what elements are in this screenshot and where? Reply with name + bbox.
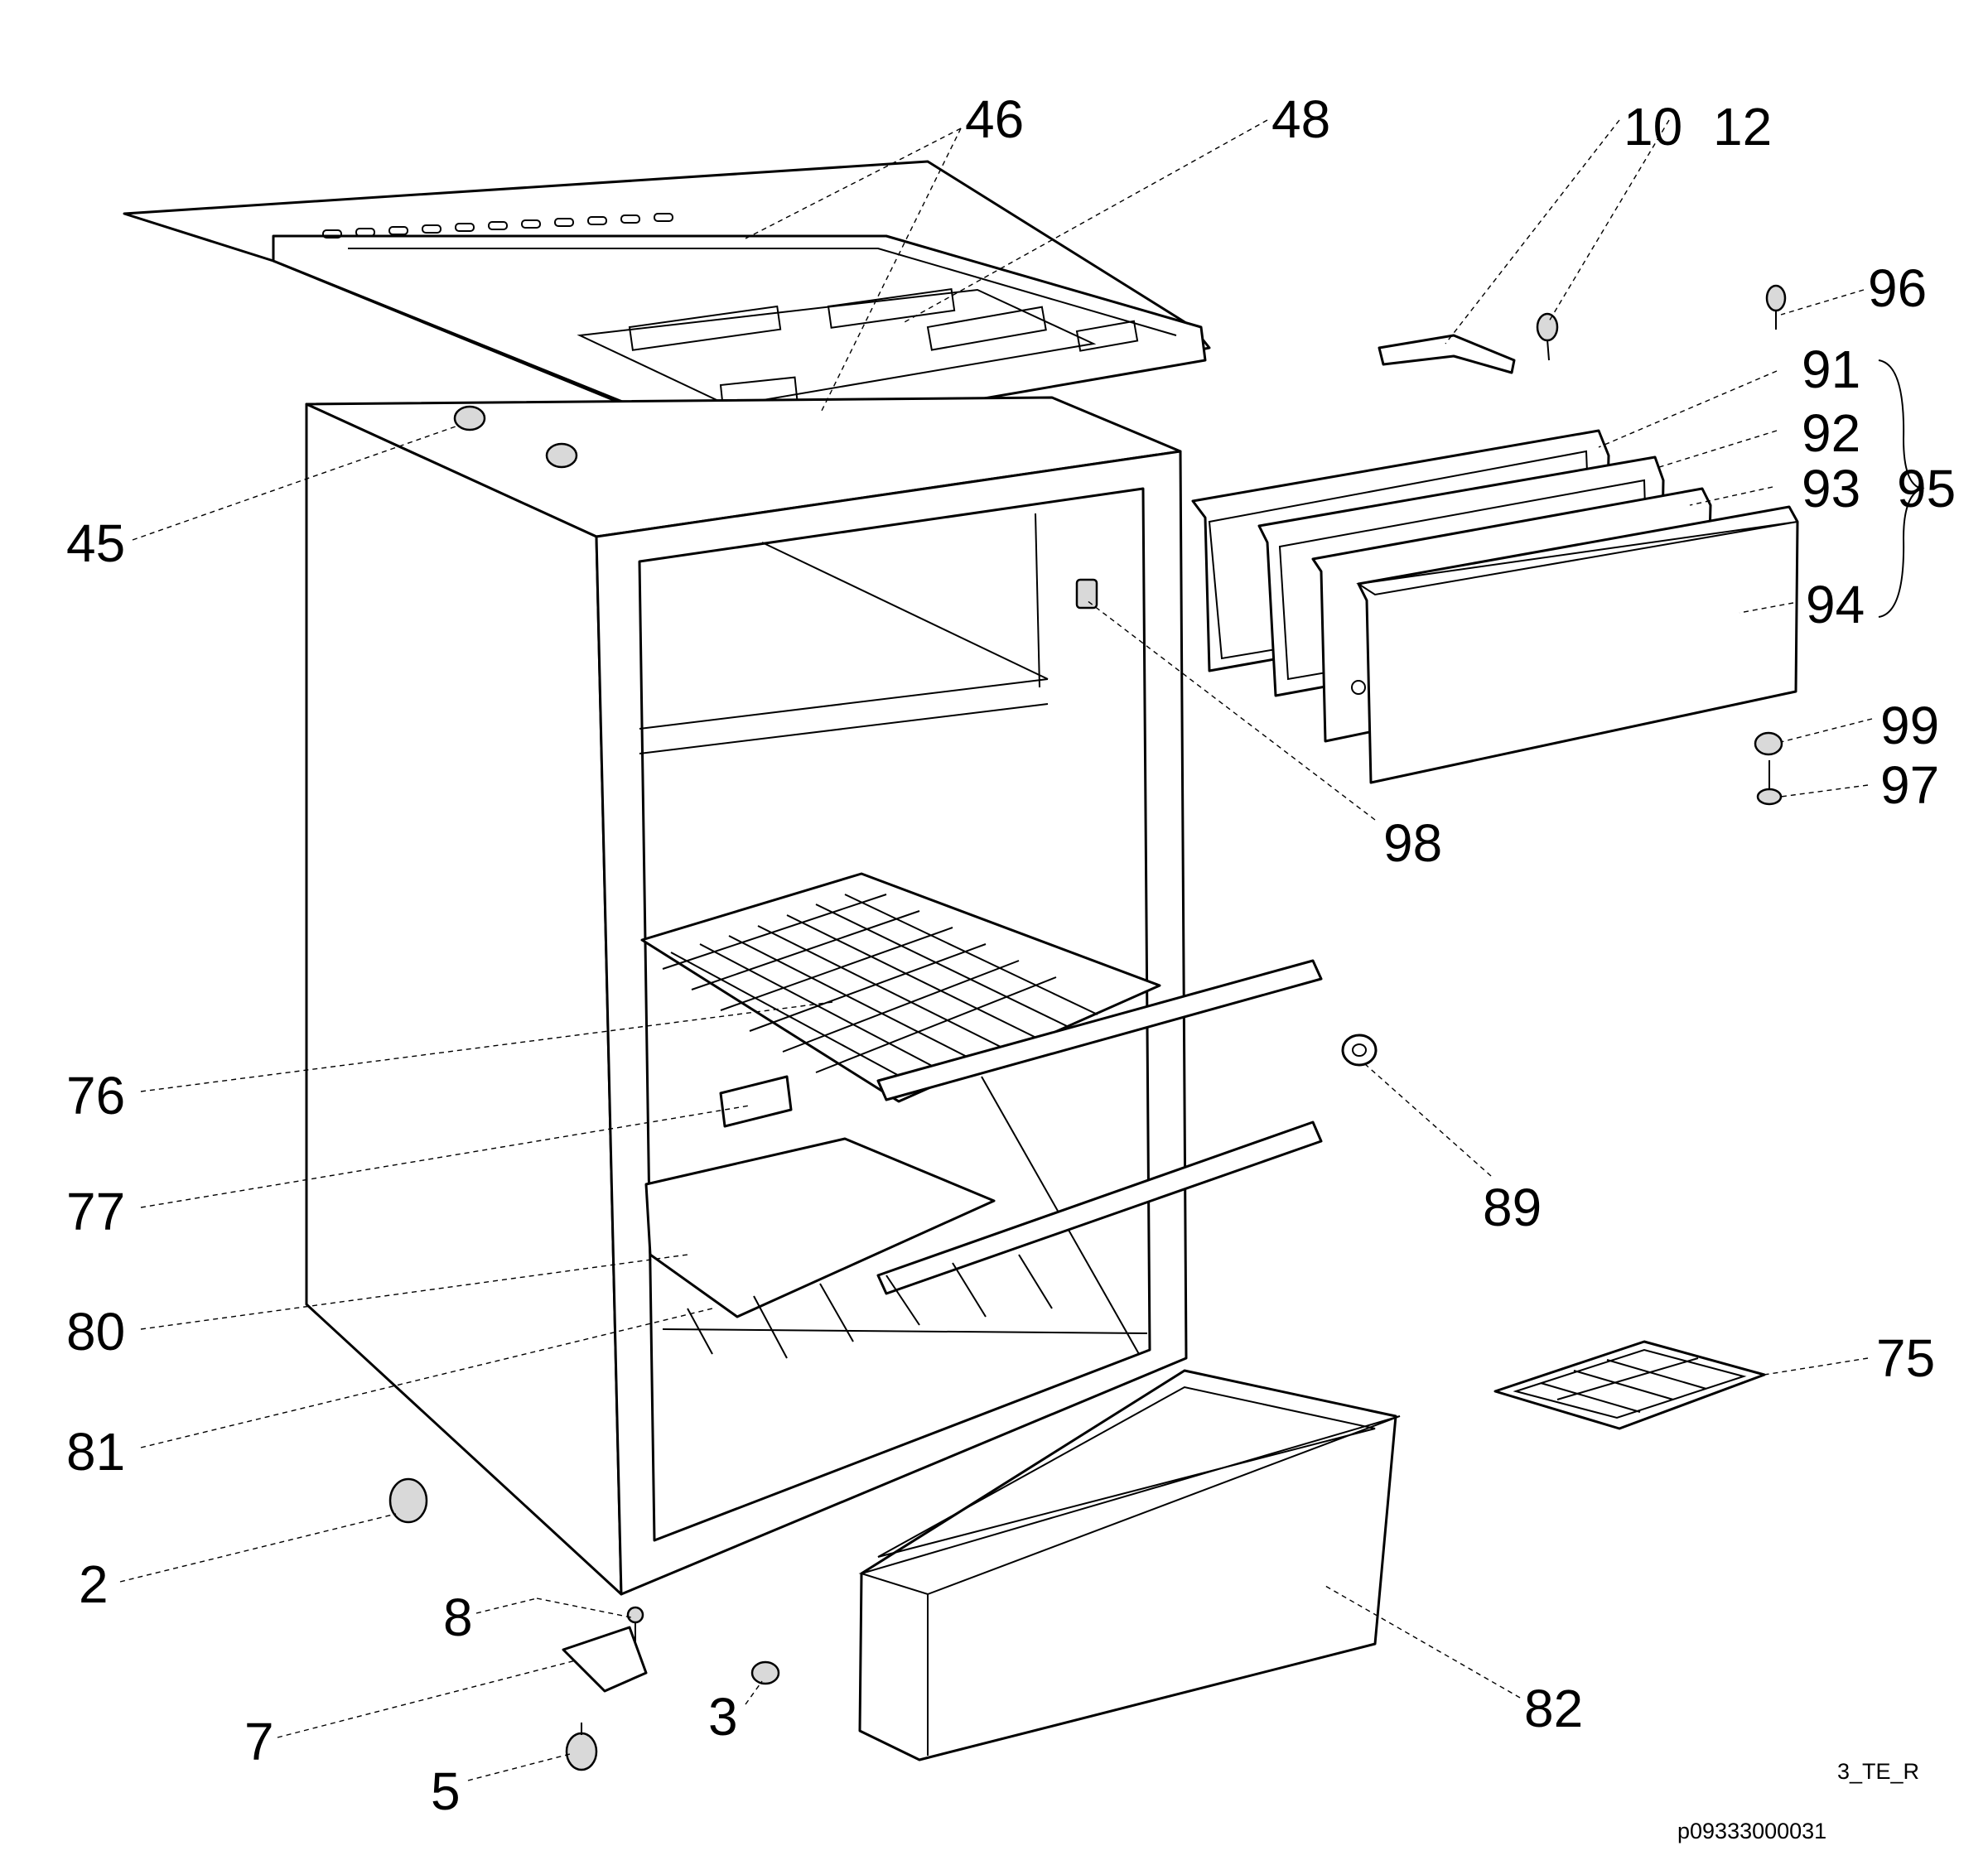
callout-81: 81 (66, 1422, 125, 1482)
callout-75: 75 (1876, 1328, 1935, 1388)
callout-7: 7 (244, 1712, 274, 1771)
leader-lines (119, 119, 1925, 1781)
freezer-door-assembly (1191, 429, 1799, 784)
callout-3: 3 (708, 1687, 738, 1747)
callout-91: 91 (1802, 340, 1860, 399)
callout-76: 76 (66, 1066, 125, 1125)
callout-97: 97 (1880, 755, 1939, 815)
callout-95: 95 (1897, 459, 1956, 518)
callout-12: 12 (1713, 97, 1772, 157)
callout-99: 99 (1880, 696, 1939, 755)
callout-98: 98 (1383, 813, 1442, 873)
callout-93: 93 (1802, 459, 1860, 518)
callout-8: 8 (443, 1588, 473, 1647)
glass-shelf (644, 1120, 1323, 1359)
callout-92: 92 (1802, 403, 1860, 463)
cover-vent-slots (322, 213, 673, 239)
sheet-code: 3_TE_R (1837, 1759, 1919, 1784)
callout-77: 77 (66, 1182, 125, 1241)
callout-46: 46 (965, 89, 1024, 149)
callout-96: 96 (1868, 258, 1927, 318)
callout-94: 94 (1806, 575, 1865, 634)
drawing-number: p09333000031 (1677, 1819, 1826, 1843)
door-bin (858, 1369, 1401, 1761)
callout-5: 5 (431, 1761, 461, 1821)
callout-80: 80 (66, 1302, 125, 1361)
top-cover (123, 160, 1211, 449)
callout-labels: 46 48 10 12 96 91 92 93 94 95 45 98 99 9… (66, 89, 1956, 1843)
small-parts (388, 284, 1787, 1771)
callout-45: 45 (66, 513, 125, 573)
callout-89: 89 (1483, 1178, 1542, 1237)
callout-48: 48 (1271, 89, 1330, 149)
callout-82: 82 (1524, 1679, 1583, 1738)
wire-shelf (640, 872, 1323, 1128)
callout-2: 2 (79, 1554, 109, 1614)
callout-10: 10 (1624, 97, 1682, 157)
